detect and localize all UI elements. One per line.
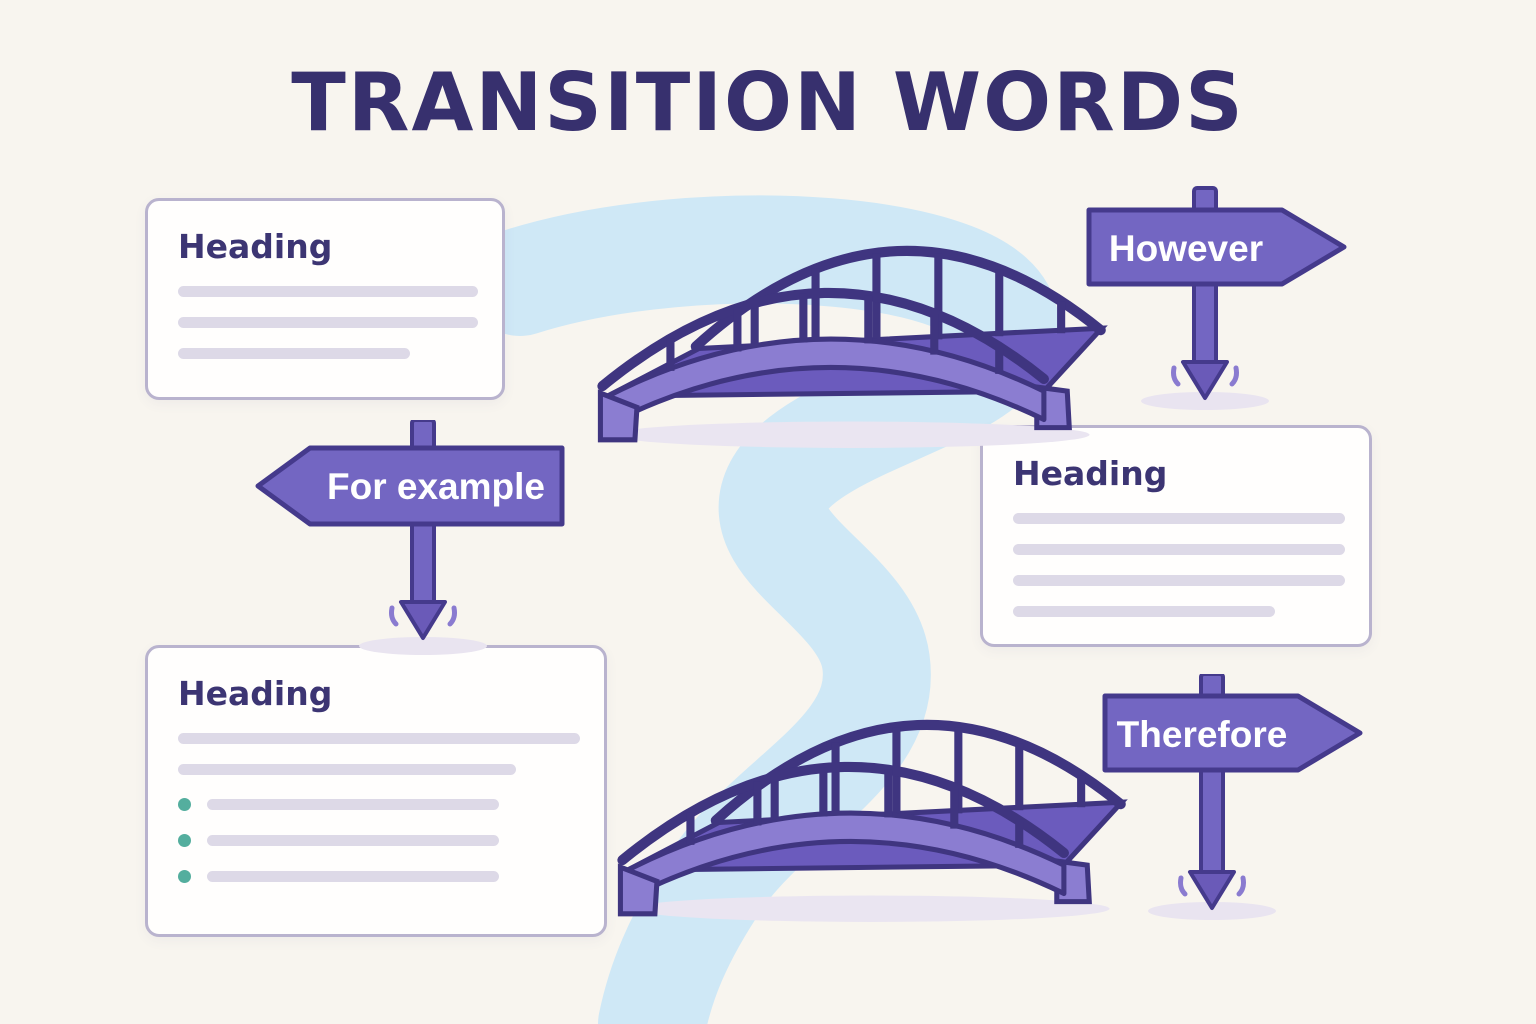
card-right: Heading [980, 425, 1372, 647]
bullet-dot-icon [178, 798, 191, 811]
signpost-post [410, 522, 436, 604]
sign-label: For example [327, 466, 545, 507]
signpost-therefore: Therefore [1102, 674, 1363, 920]
placeholder-line [178, 733, 580, 744]
bridge-icon [617, 719, 1128, 922]
bullet-dot-icon [178, 870, 191, 883]
signpost-shadow [1148, 902, 1276, 920]
grass-icon [389, 605, 457, 627]
bridge-icon [597, 245, 1108, 448]
card-heading: Heading [178, 227, 333, 266]
placeholder-line [1013, 575, 1345, 586]
signpost-shadow [359, 637, 487, 655]
sign-plate-right-arrow [1102, 693, 1363, 773]
page-title: TRANSITION WORDS [291, 56, 1245, 149]
bridge-front-balusters [686, 767, 1024, 848]
placeholder-line [1013, 606, 1275, 617]
bullet-item [178, 798, 574, 811]
placeholder-line [178, 348, 410, 359]
sign-plate-left-arrow [255, 445, 565, 527]
down-arrow-icon [1181, 360, 1229, 400]
bridge-arch-band [604, 336, 1047, 428]
placeholder-line [178, 317, 478, 328]
bridge-left-pillar [617, 863, 660, 917]
bridge-left-pillar [597, 389, 640, 443]
bullet-item [178, 870, 574, 883]
sign-label: However [1109, 228, 1263, 269]
placeholder-line [207, 799, 499, 810]
sign-plate-right-arrow [1086, 207, 1347, 287]
signpost-post [1192, 282, 1218, 366]
bridge-front-rail [617, 761, 1069, 866]
grass-icon [1178, 875, 1246, 897]
placeholder-line [1013, 544, 1345, 555]
sign-label: Therefore [1117, 714, 1288, 755]
bullet-dot-icon [178, 834, 191, 847]
bullet-item [178, 834, 574, 847]
placeholder-line [207, 871, 499, 882]
bridge-shadow [612, 421, 1090, 448]
placeholder-line [178, 764, 516, 775]
placeholder-line [1013, 513, 1345, 524]
card-bottom-left: Heading [145, 645, 607, 937]
signpost-for-example: For example [255, 420, 565, 655]
card-top-left: Heading [145, 198, 505, 400]
bridge-front-rail [597, 287, 1049, 392]
bridge-arch-band [624, 810, 1067, 902]
signpost-shadow [1141, 392, 1269, 410]
placeholder-line [207, 835, 499, 846]
placeholder-line [178, 286, 478, 297]
down-arrow-icon [1188, 870, 1236, 910]
bridge-shadow [632, 895, 1110, 922]
card-heading: Heading [1013, 454, 1168, 493]
grass-icon [1171, 365, 1239, 387]
card-heading: Heading [178, 674, 333, 713]
signpost-however: However [1086, 186, 1347, 410]
bridge-front-balusters [666, 293, 1004, 374]
down-arrow-icon [399, 600, 447, 640]
signpost-post [1199, 768, 1225, 876]
